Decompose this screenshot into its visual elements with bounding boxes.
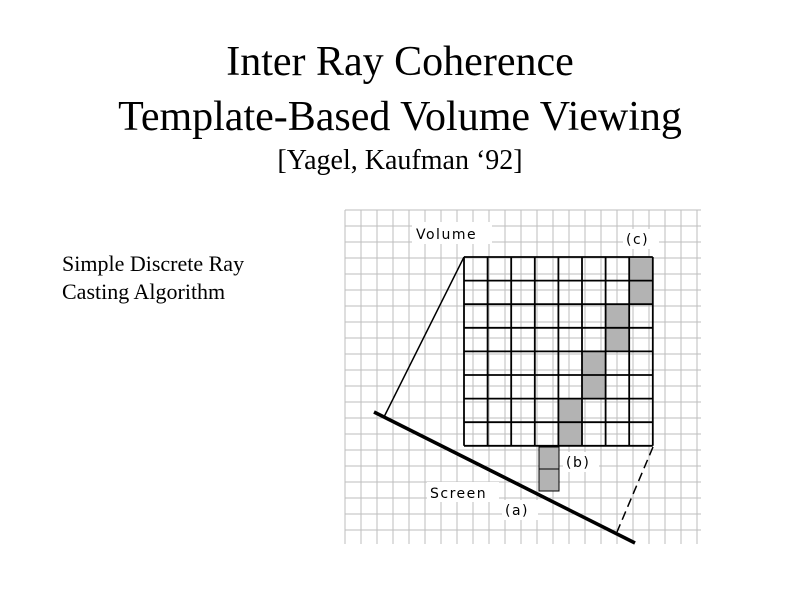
shaded-voxel xyxy=(629,280,653,305)
ray-voxels xyxy=(538,257,653,492)
volume-grid xyxy=(463,256,654,447)
shaded-voxel xyxy=(605,327,630,352)
label-b: (b) xyxy=(566,455,590,471)
screen-label-bg xyxy=(427,482,499,502)
screen-line xyxy=(373,410,636,545)
volume-label-bg xyxy=(412,222,492,244)
screen-label: Screen xyxy=(430,486,487,502)
body-text-line-2: Casting Algorithm xyxy=(62,279,226,304)
volume-label: Volume xyxy=(416,227,477,243)
label-a: (a) xyxy=(505,503,529,519)
citation: [Yagel, Kaufman ‘92] xyxy=(277,145,523,176)
slide-title-line-2: Template-Based Volume Viewing xyxy=(118,94,682,140)
shaded-voxel xyxy=(538,446,560,470)
shaded-voxel xyxy=(538,468,560,492)
slide-title-line-1: Inter Ray Coherence xyxy=(226,39,574,85)
body-text: Simple Discrete Ray Casting Algorithm xyxy=(62,250,322,306)
shaded-voxel xyxy=(605,304,630,328)
shaded-voxel xyxy=(582,351,606,375)
shaded-voxel xyxy=(558,398,582,423)
shaded-voxel xyxy=(582,375,606,399)
shaded-voxel xyxy=(558,422,582,446)
label-c: (c) xyxy=(626,232,649,248)
view-line-left xyxy=(383,256,465,418)
label-c-bg xyxy=(623,229,659,249)
shaded-voxel xyxy=(629,257,653,281)
label-b-bg xyxy=(563,452,599,472)
label-a-bg xyxy=(502,500,538,520)
view-line-right xyxy=(616,446,654,533)
body-text-line-1: Simple Discrete Ray xyxy=(62,251,245,276)
